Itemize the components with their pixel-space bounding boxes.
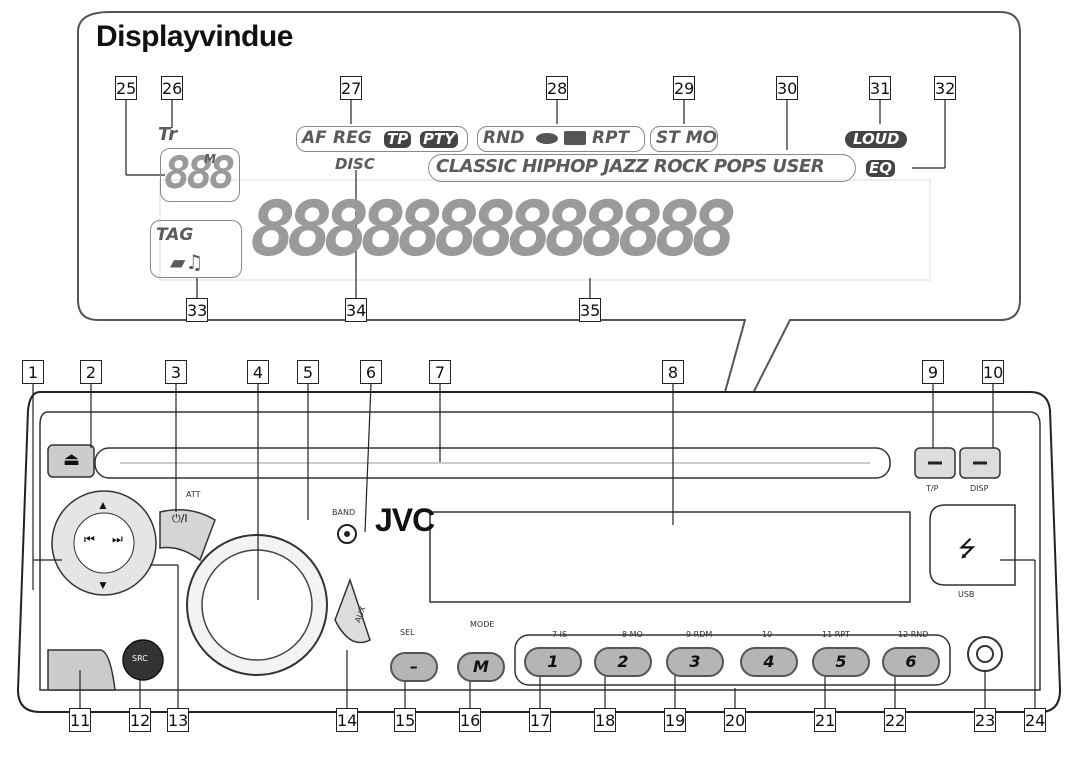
reg-indicator: REG — [333, 128, 372, 148]
pty-indicator: PTY — [420, 129, 459, 148]
callout-18: 18 — [594, 708, 616, 732]
preset-label-3: 9 RDM — [686, 630, 713, 639]
callout-29: 29 — [673, 76, 695, 100]
callout-10: 10 — [982, 360, 1004, 384]
loud-indicator: LOUD — [845, 129, 908, 148]
callout-23: 23 — [974, 708, 996, 732]
callout-20: 20 — [724, 708, 746, 732]
eq-modes: CLASSIC HIPHOP JAZZ ROCK POPS USER — [436, 156, 825, 177]
callout-1: 1 — [22, 360, 44, 384]
preset-button-4[interactable]: 4 — [740, 647, 798, 677]
track-digits: 888 — [164, 148, 236, 199]
callout-26: 26 — [161, 76, 183, 100]
callout-12: 12 — [129, 708, 151, 732]
m-indicator: M — [204, 152, 216, 166]
rpt-indicator: RPT — [592, 128, 630, 148]
preset-button-6[interactable]: 6 — [882, 647, 940, 677]
disp-label: DISP — [970, 484, 989, 493]
callout-4: 4 — [247, 360, 269, 384]
power-button[interactable]: ⏻/I — [172, 512, 188, 525]
callout-30: 30 — [776, 76, 798, 100]
usb-label: USB — [958, 590, 975, 599]
stmo-indicator: ST MO — [656, 128, 718, 148]
callout-19: 19 — [664, 708, 686, 732]
stmo-group — [650, 126, 718, 152]
preset-label-6: 12 RND — [898, 630, 929, 639]
mode-button[interactable]: M — [457, 652, 505, 682]
next-icon[interactable]: ⏭ — [112, 532, 123, 546]
play-mode-group — [477, 126, 645, 152]
callout-33: 33 — [186, 298, 208, 322]
preset-label-4: 10 — [762, 630, 773, 639]
callout-35: 35 — [579, 298, 601, 322]
brand-logo: JVC — [375, 502, 435, 538]
diagram-title: Displayvindue — [96, 20, 293, 53]
eject-icon[interactable]: ⏏ — [63, 449, 81, 469]
preset-button-5[interactable]: 5 — [812, 647, 870, 677]
prev-icon[interactable]: ⏮ — [84, 532, 95, 546]
down-icon[interactable]: ▼ — [97, 578, 109, 592]
callout-14: 14 — [336, 708, 358, 732]
preset-button-2[interactable]: 2 — [594, 647, 652, 677]
up-icon[interactable]: ▲ — [97, 498, 109, 512]
sel-label: SEL — [400, 628, 415, 637]
track-group — [160, 148, 240, 202]
callout-6: 6 — [360, 360, 382, 384]
preset-label-1: 7 IS — [552, 630, 568, 639]
mode-label: MODE — [470, 620, 495, 629]
callout-11: 11 — [69, 708, 91, 732]
callout-15: 15 — [394, 708, 416, 732]
callout-9: 9 — [922, 360, 944, 384]
callout-31: 31 — [869, 76, 891, 100]
preset-label-5: 11 RPT — [822, 630, 850, 639]
callout-27: 27 — [340, 76, 362, 100]
preset-button-3[interactable]: 3 — [666, 647, 724, 677]
usb-icon: ⭍ — [958, 537, 977, 562]
callout-28: 28 — [546, 76, 568, 100]
folder-icon — [564, 131, 586, 145]
callout-21: 21 — [814, 708, 836, 732]
eq-indicator: EQ — [866, 158, 895, 177]
callout-25: 25 — [115, 76, 137, 100]
af-group — [296, 126, 468, 152]
main-digits: 8888888888888 — [250, 184, 737, 273]
tp-label: T/P — [926, 484, 939, 493]
disc-icon — [536, 133, 558, 144]
callout-3: 3 — [165, 360, 187, 384]
callout-34: 34 — [345, 298, 367, 322]
callout-32: 32 — [934, 76, 956, 100]
callout-13: 13 — [167, 708, 189, 732]
rnd-indicator: RND — [483, 128, 525, 148]
callout-8: 8 — [662, 360, 684, 384]
callout-16: 16 — [459, 708, 481, 732]
callout-5: 5 — [297, 360, 319, 384]
src-button[interactable]: SRC — [132, 654, 148, 663]
sel-button[interactable]: – — [390, 652, 438, 682]
tag-indicator: TAG — [156, 225, 194, 245]
callout-22: 22 — [884, 708, 906, 732]
tag-group — [150, 220, 242, 278]
tp-indicator: TP — [384, 129, 412, 148]
preset-button-1[interactable]: 1 — [524, 647, 582, 677]
af-indicator: AF — [302, 128, 327, 148]
tr-indicator: Tr — [158, 124, 178, 145]
callout-24: 24 — [1024, 708, 1046, 732]
att-label: ATT — [186, 490, 201, 499]
callout-2: 2 — [80, 360, 102, 384]
eq-mode-group — [428, 154, 856, 182]
callout-7: 7 — [429, 360, 451, 384]
disc-label: DISC — [335, 155, 375, 173]
preset-label-2: 8 MO — [622, 630, 643, 639]
band-label: BAND — [332, 508, 356, 517]
folder-note-icon: ▰♫ — [170, 250, 204, 274]
callout-17: 17 — [529, 708, 551, 732]
